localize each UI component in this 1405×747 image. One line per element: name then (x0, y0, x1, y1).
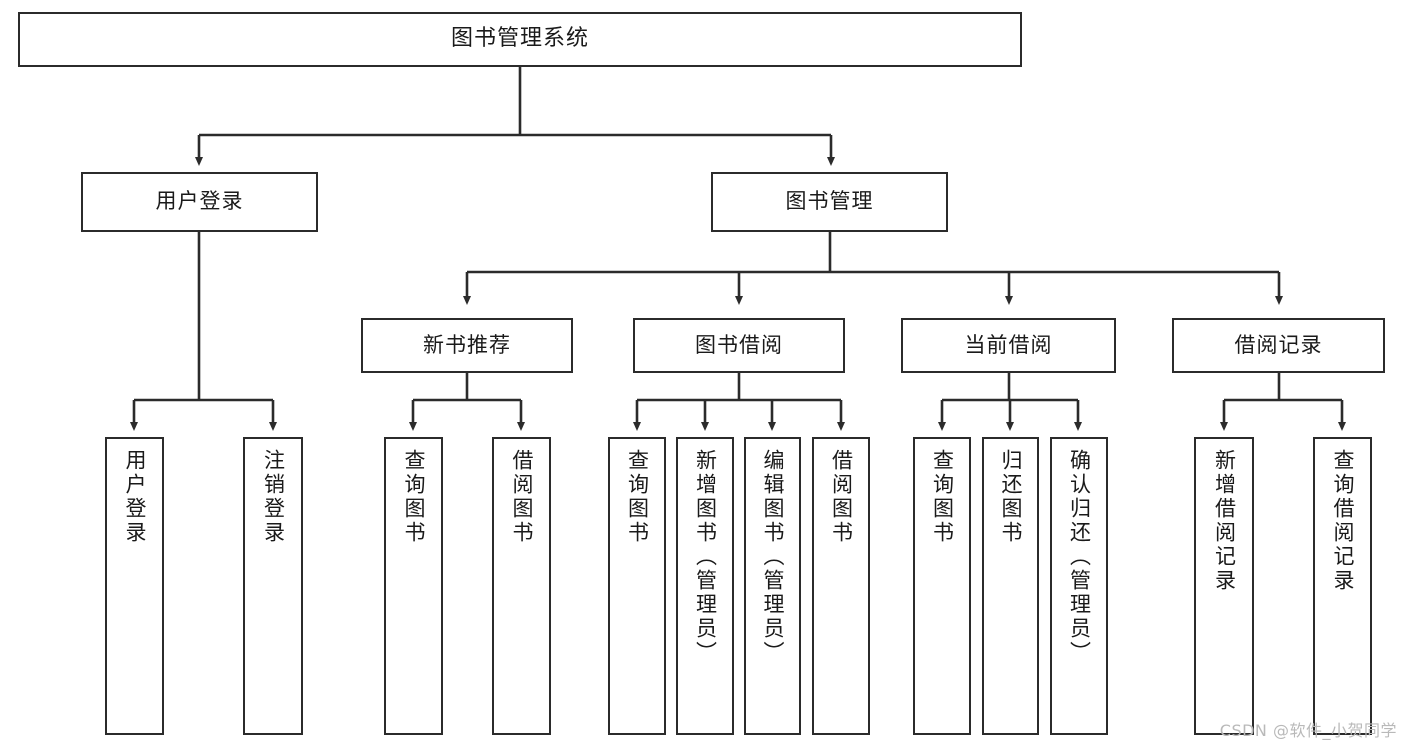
node-label: 查询图书 (625, 449, 650, 545)
node-label: 新书推荐 (423, 332, 511, 357)
leaf-query-book-current[interactable]: 查询图书 (913, 437, 971, 735)
node-book-management-system[interactable]: 图书管理系统 (18, 12, 1022, 67)
node-new-book-recommend[interactable]: 新书推荐 (361, 318, 573, 373)
node-label: 归还图书 (999, 449, 1023, 545)
node-label: 编辑图书（管理员） (761, 449, 785, 665)
node-label: 借阅图书 (510, 449, 534, 545)
leaf-logout-login[interactable]: 注销登录 (243, 437, 303, 735)
node-current-borrow[interactable]: 当前借阅 (901, 318, 1116, 373)
leaf-return-book[interactable]: 归还图书 (982, 437, 1039, 735)
node-label: 新增借阅记录 (1212, 449, 1237, 593)
node-label: 确认归还（管理员） (1067, 449, 1092, 665)
csdn-watermark: CSDN @软件_小贺同学 (1219, 721, 1397, 740)
leaf-query-borrow-record[interactable]: 查询借阅记录 (1313, 437, 1372, 735)
node-label: 新增图书（管理员） (693, 449, 718, 665)
node-label: 图书管理系统 (450, 26, 589, 52)
node-label: 查询图书 (930, 449, 955, 545)
node-label: 用户登录 (123, 449, 147, 545)
node-label: 用户登录 (155, 189, 244, 214)
node-label: 图书借阅 (695, 332, 783, 357)
node-borrow-record[interactable]: 借阅记录 (1172, 318, 1385, 373)
node-label: 借阅图书 (829, 449, 854, 545)
leaf-add-borrow-record[interactable]: 新增借阅记录 (1194, 437, 1254, 735)
leaf-confirm-return-admin[interactable]: 确认归还（管理员） (1050, 437, 1108, 735)
node-label: 注销登录 (261, 449, 286, 545)
node-user-login[interactable]: 用户登录 (81, 172, 318, 232)
leaf-borrow-book[interactable]: 借阅图书 (812, 437, 870, 735)
leaf-user-login[interactable]: 用户登录 (105, 437, 164, 735)
node-label: 图书管理 (785, 189, 874, 214)
leaf-query-book-recommend[interactable]: 查询图书 (384, 437, 443, 735)
node-book-borrow[interactable]: 图书借阅 (633, 318, 845, 373)
leaf-add-book-admin[interactable]: 新增图书（管理员） (676, 437, 734, 735)
leaf-query-book-borrow[interactable]: 查询图书 (608, 437, 666, 735)
node-label: 查询图书 (402, 449, 426, 545)
node-book-management[interactable]: 图书管理 (711, 172, 948, 232)
node-label: 借阅记录 (1234, 332, 1323, 357)
node-label: 查询借阅记录 (1331, 449, 1355, 593)
leaf-edit-book-admin[interactable]: 编辑图书（管理员） (744, 437, 801, 735)
node-label: 当前借阅 (964, 332, 1053, 357)
leaf-borrow-book-recommend[interactable]: 借阅图书 (492, 437, 551, 735)
